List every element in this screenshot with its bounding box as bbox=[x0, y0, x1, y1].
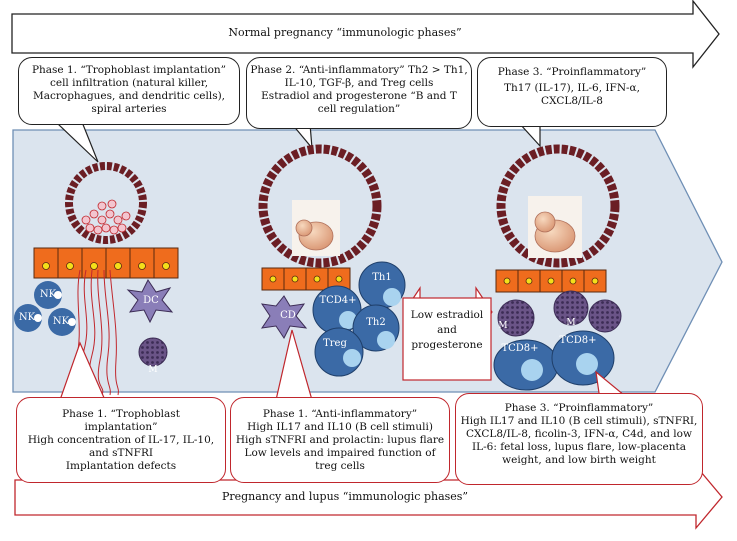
phase1-bottom-title: Phase 1. “Trophoblast bbox=[62, 408, 180, 420]
phase2-bottom-line-4: treg cells bbox=[315, 460, 365, 472]
phase1-bottom-line-3: and sTNFRI bbox=[89, 447, 153, 459]
th1-label: Th1 bbox=[372, 272, 392, 283]
phase1-top-callout: Phase 1. “Trophoblast implantation” cell… bbox=[18, 57, 240, 125]
phase3-scene bbox=[493, 123, 632, 401]
th2-label: Th2 bbox=[366, 317, 386, 328]
phase3-bottom-line-3: IL-6: fetal loss, lupus flare, low-place… bbox=[471, 441, 687, 453]
phase1-bottom-line-2: High concentration of IL-17, IL-10, bbox=[27, 434, 215, 446]
m-label-phase1: M bbox=[148, 365, 158, 375]
low-estradiol-line-1: Low estradiol bbox=[410, 309, 484, 321]
phase1-bottom-line-4: Implantation defects bbox=[65, 460, 177, 472]
phase3-macrophages bbox=[497, 290, 622, 337]
phase2-top-title: Phase 2. “Anti-inflammatory” Th2 > Th1, bbox=[250, 64, 468, 76]
phase2-bottom-line-3: Low levels and impaired function of bbox=[244, 447, 436, 459]
phase1-vessel-ring bbox=[65, 162, 147, 244]
cd-label: CD bbox=[280, 310, 296, 321]
phase1-top-title: Phase 1. “Trophoblast implantation” bbox=[31, 64, 227, 76]
tcd4-label: TCD4+ bbox=[319, 295, 357, 306]
dc-label: DC bbox=[143, 295, 159, 306]
phase2-scene bbox=[258, 123, 493, 401]
tcd8-label-2: TCD8+ bbox=[559, 335, 597, 346]
phase2-bottom-callout: Phase 1. “Anti-inflammatory” High IL17 a… bbox=[230, 397, 450, 483]
phase1-nuclei bbox=[42, 262, 170, 270]
m-label-phase3-2: M bbox=[566, 318, 576, 328]
low-estradiol-line-2: and bbox=[437, 324, 457, 336]
phase1-trophoblast-row bbox=[33, 247, 179, 279]
phase2-top-callout: Phase 2. “Anti-inflammatory” Th2 > Th1, … bbox=[246, 57, 472, 129]
nk-label-2: NK bbox=[18, 312, 36, 323]
top-phase-arrow bbox=[11, 0, 720, 69]
phase3-bottom-title: Phase 3. “Proinflammatory” bbox=[504, 402, 654, 414]
phase2-bottom-line-2: High sTNFRI and prolactin: lupus flare bbox=[235, 434, 445, 446]
phase3-bottom-line-4: weight, and low birth weight bbox=[502, 454, 656, 466]
phase2-bottom-line-1: High IL17 and IL10 (B cell stimuli) bbox=[247, 421, 433, 433]
phase3-tcd8-cells bbox=[493, 330, 615, 391]
phase2-vessel-ring bbox=[258, 144, 382, 268]
phase3-top-line-2: CXCL8/IL-8 bbox=[541, 95, 603, 107]
phase1-scene bbox=[14, 121, 179, 401]
phase2-top-line-1: IL-10, TGF-β, and Treg cells bbox=[284, 77, 434, 89]
low-estradiol-line-3: progesterone bbox=[411, 339, 483, 351]
phase3-top-callout: Phase 3. “Proinflammatory” Th17 (IL-17),… bbox=[477, 57, 667, 127]
low-estradiol-box bbox=[402, 297, 492, 381]
bottom-arrow-label: Pregnancy and lupus “immunologic phases” bbox=[221, 490, 469, 503]
phase1-top-line-1: cell infiltration (natural killer, bbox=[49, 77, 209, 89]
phase2-cd-cell bbox=[260, 295, 308, 339]
phase1-dendritic-cell bbox=[126, 279, 174, 324]
treg-label: Treg bbox=[323, 338, 347, 349]
nk-label-3: NK bbox=[52, 316, 70, 327]
phase1-bottom-line-1: implantation” bbox=[84, 421, 158, 433]
phase3-bottom-callout: Phase 3. “Proinflammatory” High IL17 and… bbox=[455, 393, 703, 485]
phase2-top-line-2: Estradiol and progesterone “B and T bbox=[261, 90, 457, 102]
phase1-top-line-3: spiral arteries bbox=[91, 103, 167, 115]
phase1-nk-cells bbox=[14, 281, 76, 336]
phase1-bottom-callout: Phase 1. “Trophoblast implantation” High… bbox=[16, 397, 226, 483]
phase1-macrophage bbox=[138, 337, 168, 367]
m-label-phase3-1: M bbox=[498, 321, 508, 331]
phase3-vessel-ring bbox=[496, 144, 620, 268]
phase2-top-line-3: cell regulation” bbox=[317, 103, 401, 115]
phase3-top-line-1: Th17 (IL-17), IL-6, IFN-α, bbox=[504, 82, 640, 94]
low-estradiol-label: Low estradiol and progesterone bbox=[404, 308, 490, 353]
phase1-cell-cluster bbox=[81, 199, 131, 235]
phase2-t-cells bbox=[312, 261, 406, 377]
nk-label-1: NK bbox=[39, 289, 57, 300]
tcd8-label-1: TCD8+ bbox=[501, 343, 539, 354]
phase1-top-line-2: Macrophagues, and dendritic cells), bbox=[32, 90, 226, 102]
phase3-bottom-line-2: CXCL8/IL-8, ficolin-3, IFN-α, C4d, and l… bbox=[466, 428, 692, 440]
phase3-top-title: Phase 3. “Proinflammatory” bbox=[497, 66, 647, 78]
phase3-bottom-line-1: High IL17 and IL10 (B cell stimuli), sTN… bbox=[460, 415, 698, 427]
phase2-bottom-title: Phase 1. “Anti-inflammatory” bbox=[262, 408, 418, 420]
top-arrow-label: Normal pregnancy “immunologic phases” bbox=[228, 26, 462, 39]
